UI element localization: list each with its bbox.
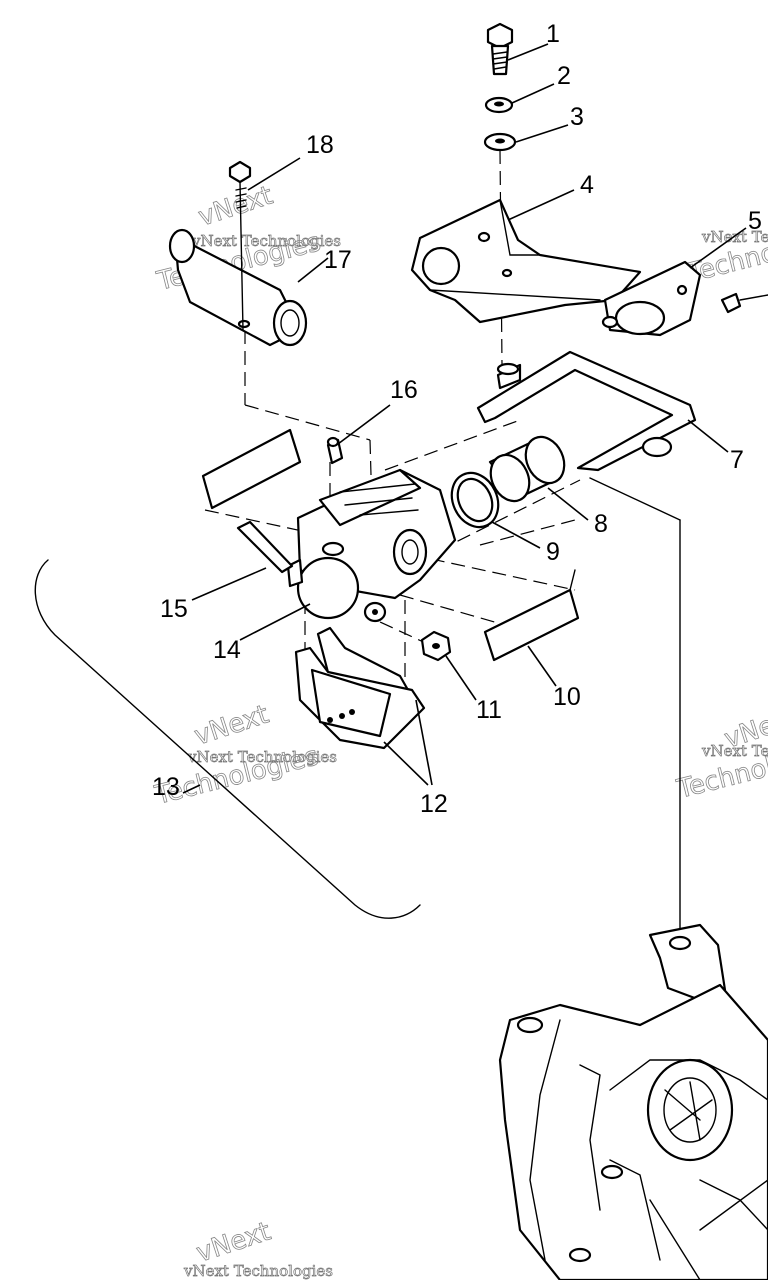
callout-3: 3 <box>570 103 584 131</box>
callout-18: 18 <box>306 131 334 159</box>
piston-8 <box>488 435 566 503</box>
callout-10: 10 <box>553 683 581 711</box>
callout-14: 14 <box>213 636 241 664</box>
callout-leaders <box>182 43 747 794</box>
callout-8: 8 <box>594 510 608 538</box>
callout-12: 12 <box>420 790 448 818</box>
watermark-brand: vNext <box>191 700 273 752</box>
nut-11 <box>420 630 452 662</box>
pad-plate-upper <box>201 428 302 510</box>
callout-numbers: 1 2 3 4 5 7 8 9 10 11 12 13 14 15 16 17 … <box>152 20 762 818</box>
callout-4: 4 <box>580 171 594 199</box>
watermark-line: vNext Technologies <box>183 1262 333 1280</box>
callout-13: 13 <box>152 773 180 801</box>
pad-plate-10 <box>483 569 580 662</box>
assembly-outline-13 <box>34 559 421 919</box>
frame-link-line <box>589 477 681 521</box>
callout-5: 5 <box>748 207 762 235</box>
watermark-line: vNext Technologies <box>187 748 337 766</box>
brake-pad-12 <box>294 626 426 750</box>
callout-9: 9 <box>546 538 560 566</box>
assembly-guide-lines <box>204 149 581 690</box>
callout-7: 7 <box>730 446 744 474</box>
callout-11: 11 <box>476 696 502 724</box>
u-frame-7 <box>476 350 697 472</box>
chassis-bracket <box>498 923 768 1280</box>
pivot-arm-5 <box>601 260 768 337</box>
callout-1: 1 <box>546 20 560 48</box>
watermark-brand: vNext <box>193 1217 275 1269</box>
screw-18 <box>228 160 252 331</box>
callout-2: 2 <box>557 62 571 90</box>
watermark-line: vNext Technologies <box>701 742 768 760</box>
callout-16: 16 <box>390 376 418 404</box>
bleeder-16 <box>326 436 344 465</box>
watermark-brand: vNext <box>195 181 277 233</box>
lock-washer-2 <box>484 96 514 114</box>
bolt-1 <box>486 22 514 76</box>
watermark-line: vNext Technologies <box>191 232 341 250</box>
washer-3 <box>483 132 517 152</box>
mount-bracket-4 <box>410 198 642 324</box>
callout-17: 17 <box>324 246 352 274</box>
callout-15: 15 <box>160 595 188 623</box>
cable-end-15 <box>236 520 294 574</box>
seal-ring-9 <box>450 471 500 529</box>
caliper-cap-14 <box>286 556 360 620</box>
housing-17 <box>168 228 308 347</box>
